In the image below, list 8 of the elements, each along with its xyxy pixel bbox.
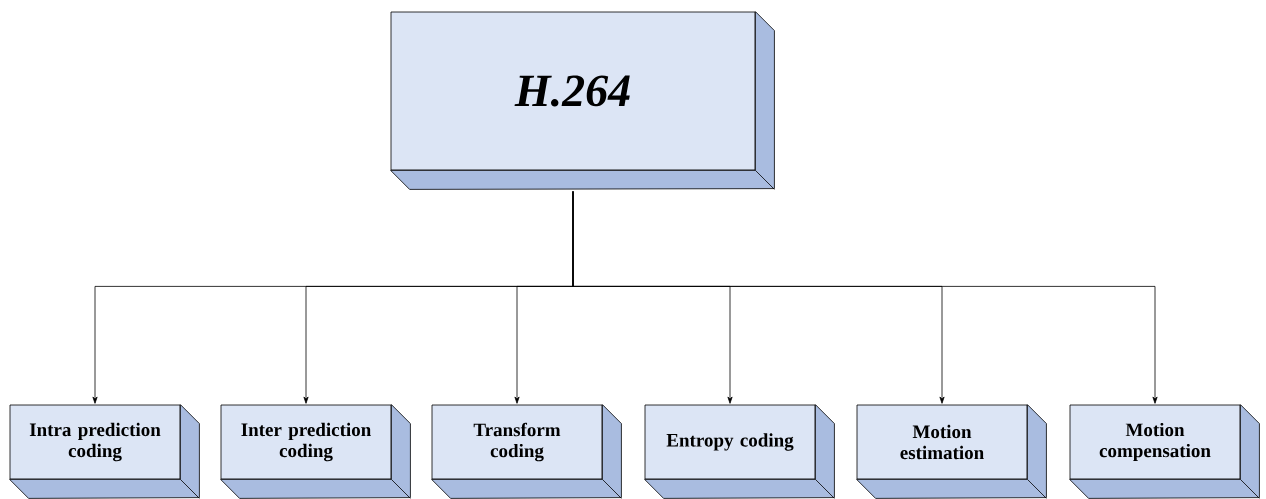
process-box: Motion estimation — [856, 404, 1047, 499]
title-box: H.264 — [390, 11, 775, 190]
process-box: Inter prediction coding — [220, 404, 411, 499]
process-box: Motion compensation — [1069, 404, 1260, 499]
process-box: Intra prediction coding — [9, 404, 200, 499]
arrow — [572, 191, 1158, 404]
process-box: Entropy coding — [644, 404, 835, 499]
process-box: Transform coding — [431, 404, 622, 499]
